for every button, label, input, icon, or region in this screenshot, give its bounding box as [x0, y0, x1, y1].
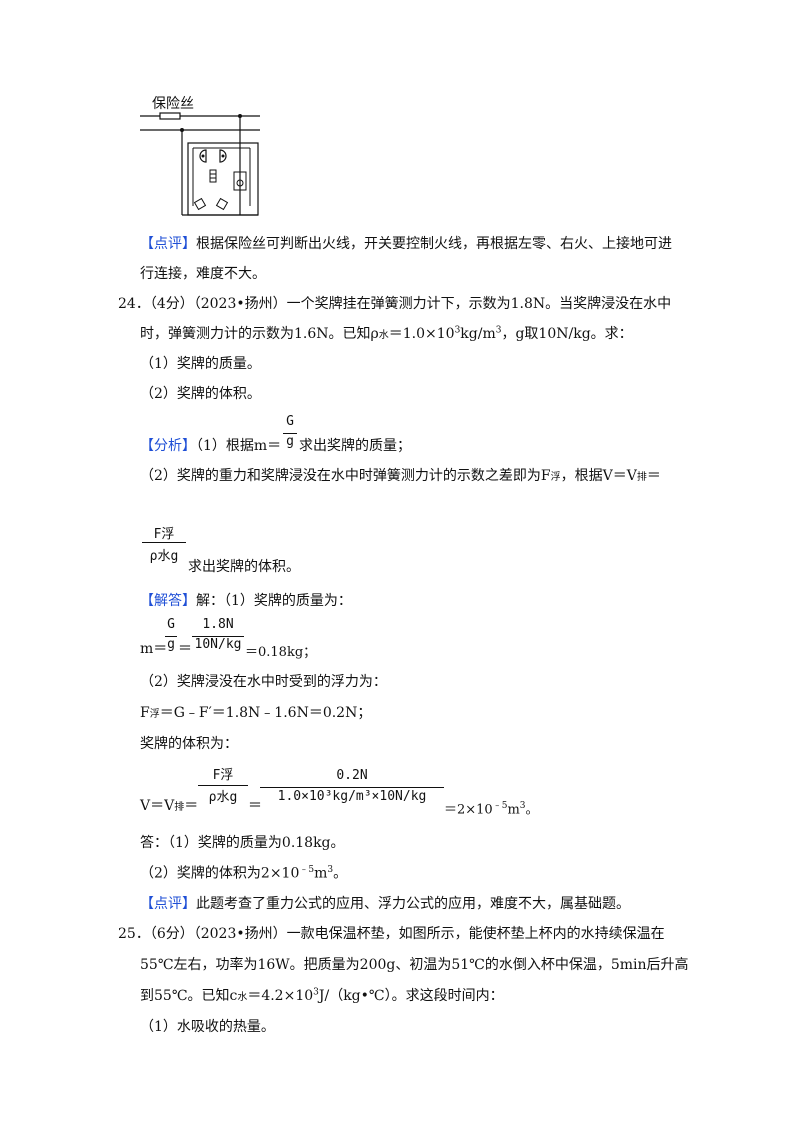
analysis-line2: （2）奖牌的重力和奖牌浸没在水中时弹簧测力计的示数之差即为F浮，根据V＝V排＝	[140, 468, 661, 484]
final-answer-2: （2）奖牌的体积为2×10﹣5m3。	[140, 865, 348, 882]
volume-frac1-num: F浮	[212, 768, 234, 783]
analysis-frac1-num: G	[286, 414, 294, 429]
fuse-label: 保险丝	[152, 96, 194, 112]
review-1-line2: 行连接，难度不大。	[140, 266, 266, 282]
analysis-frac1-den: g	[286, 434, 294, 449]
q24-line2: 时，弹簧测力计的示数为1.6N。已知ρ水＝1.0×103kg/m3，g取10N/…	[140, 325, 633, 342]
circuit-diagram: 保险丝	[140, 96, 260, 216]
mass-eq-prefix: m＝	[140, 641, 168, 657]
analysis-line1: 【分析】（1）根据m＝	[140, 438, 282, 454]
buoyancy-eq: F浮＝G﹣F′＝1.8N﹣1.6N＝0.2N；	[140, 705, 372, 721]
answer-line1: 【解答】解：（1）奖牌的质量为：	[140, 593, 352, 609]
fuse-symbol	[159, 112, 181, 120]
mass-frac1-num: G	[167, 617, 175, 632]
volume-frac1-den: ρ水g	[208, 790, 238, 805]
review-2: 【点评】此题考查了重力公式的应用、浮力公式的应用，难度不大，属基础题。	[140, 896, 630, 912]
volume-eq-prefix: V＝V排＝	[140, 798, 199, 814]
final-answer-1: 答：（1）奖牌的质量为0.18kg。	[140, 835, 345, 851]
analysis-line1-b: 求出奖牌的质量；	[299, 438, 411, 454]
socket-panel	[187, 142, 259, 216]
answer-line3: （2）奖牌浸没在水中时受到的浮力为：	[140, 674, 387, 690]
answer-line5: 奖牌的体积为：	[140, 736, 238, 752]
analysis-frac2-den: ρ水g	[149, 549, 179, 564]
volume-result: ＝2×10﹣5m3。	[444, 801, 539, 818]
q24-part1: （1）奖牌的质量。	[140, 356, 261, 372]
review-tag: 【点评】	[140, 236, 196, 252]
q24-line1: 24．（4分）（2023•扬州）一个奖牌挂在弹簧测力计下，示数为1.8N。当奖牌…	[118, 296, 672, 312]
review-1-line1: 【点评】根据保险丝可判断出火线，开关要控制火线，再根据左零、右火、上接地可进	[140, 236, 672, 252]
q25-line2: 55℃左右，功率为16W。把质量为200g、初温为51℃的水倒入杯中保温，5mi…	[140, 957, 689, 973]
analysis-line3-b: 求出奖牌的体积。	[188, 559, 300, 575]
analysis-tag: 【分析】	[140, 438, 196, 454]
q24-part2: （2）奖牌的体积。	[140, 386, 261, 402]
q25-part1: （1）水吸收的热量。	[140, 1019, 275, 1035]
q25-line3: 到55℃。已知c水＝4.2×103J/（kg•℃）。求这段时间内：	[140, 987, 504, 1004]
volume-frac2-num: 0.2N	[336, 768, 368, 783]
volume-frac2-den: 1.0×10³kg/m³×10N/kg	[277, 789, 427, 804]
answer-tag: 【解答】	[140, 593, 196, 609]
q25-line1: 25．（6分）（2023•扬州）一款电保温杯垫，如图所示，能使杯垫上杯内的水持续…	[118, 926, 665, 942]
mass-frac1-den: g	[167, 637, 175, 652]
analysis-frac2-num: F浮	[153, 527, 175, 542]
mass-result: ＝0.18kg；	[245, 645, 317, 660]
mass-frac2-den: 10N/kg	[194, 637, 242, 652]
mass-frac2-num: 1.8N	[202, 617, 234, 632]
review-tag: 【点评】	[140, 896, 196, 912]
